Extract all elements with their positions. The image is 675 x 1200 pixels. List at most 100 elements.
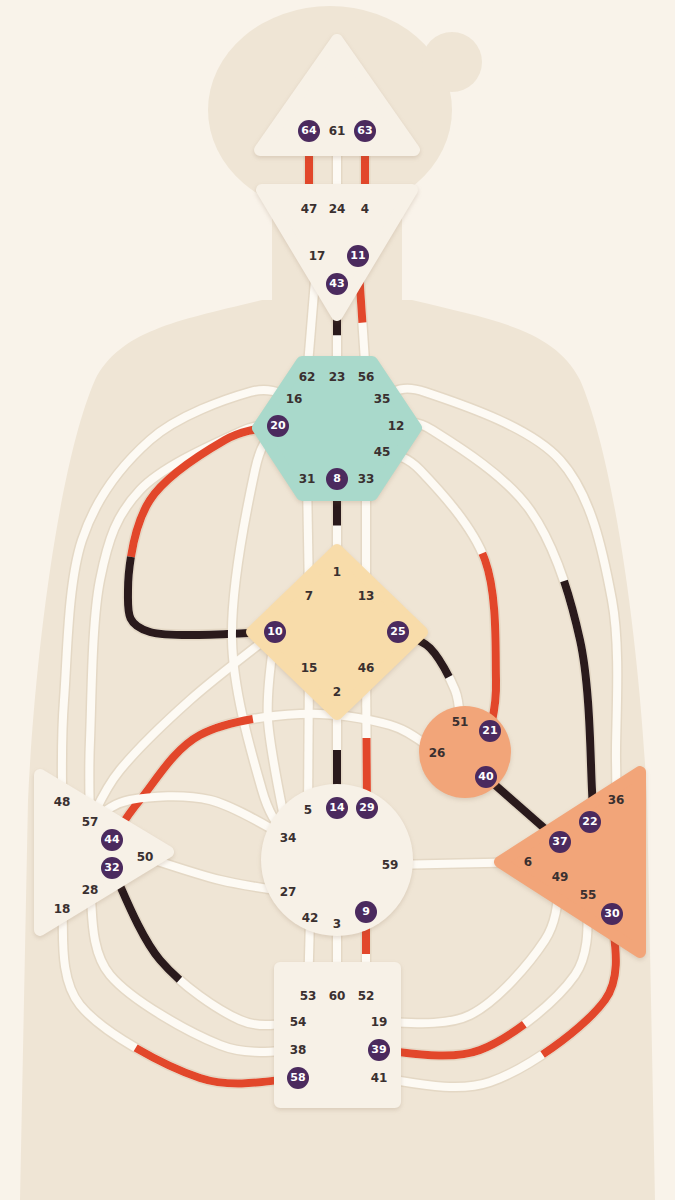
gate-number: 35: [374, 392, 391, 406]
active-gate-number: 32: [101, 857, 123, 879]
gate-number: 2: [333, 685, 341, 699]
channel: [379, 914, 616, 1087]
gate-number: 23: [329, 370, 346, 384]
center-shape: [40, 775, 168, 930]
channel-activation: [396, 423, 592, 822]
gate-number: 55: [580, 888, 597, 902]
channel: [379, 895, 588, 1056]
active-gate-number: 64: [298, 120, 320, 142]
gate-number: 3: [333, 917, 341, 931]
center-outline: [252, 32, 422, 158]
gate-number: 42: [302, 911, 319, 925]
gate-number: 38: [290, 1043, 307, 1057]
channel-edge: [379, 877, 560, 1023]
channel-edge: [382, 452, 496, 731]
channel-activation: [379, 895, 588, 1056]
gate-number: 26: [429, 746, 446, 760]
channel-outlines: [62, 131, 617, 1087]
center-shape: [280, 968, 395, 1102]
gate-number: 51: [452, 715, 469, 729]
active-gate-number: 40: [475, 766, 497, 788]
channel-activation: [62, 909, 298, 1083]
active-gate-number: 10: [264, 621, 286, 643]
spleen-center: 48 5744 50 3228 18: [32, 767, 176, 938]
channel: [90, 890, 298, 1052]
gate-number: 34: [280, 831, 297, 845]
hair-bun: [422, 32, 482, 92]
active-gate-number: 9: [355, 901, 377, 923]
gate-number: 6: [524, 855, 532, 869]
gate-number: 60: [329, 989, 346, 1003]
gate-number: 45: [374, 445, 391, 459]
gate-number: 19: [371, 1015, 388, 1029]
channel-line: [379, 877, 560, 1023]
gate-number: 50: [137, 850, 154, 864]
gate-number: 48: [54, 795, 71, 809]
channel-line: [382, 452, 496, 731]
channel: [379, 877, 560, 1023]
active-gate-number: 20: [267, 415, 289, 437]
gate-number: 13: [358, 589, 375, 603]
gate-number: 61: [329, 124, 346, 138]
channel-line: [379, 914, 616, 1087]
gate-number: 24: [329, 202, 346, 216]
gate-number: 52: [358, 989, 375, 1003]
active-gate-number: 58: [287, 1067, 309, 1089]
gate-number: 57: [82, 815, 99, 829]
active-gate-number: 44: [101, 829, 123, 851]
active-gate-number: 22: [579, 811, 601, 833]
channel-line: [396, 423, 592, 822]
active-gate-number: 39: [368, 1039, 390, 1061]
center-outline: [492, 764, 648, 960]
gate-number: 4: [361, 202, 369, 216]
active-gate-number: 43: [326, 273, 348, 295]
gate-number: 7: [305, 589, 313, 603]
gate-number: 12: [388, 419, 405, 433]
gate-number: 33: [358, 472, 375, 486]
active-gate-number: 14: [326, 797, 348, 819]
active-gate-number: 8: [326, 468, 348, 490]
center-shape: [258, 362, 416, 495]
gate-number: 46: [358, 661, 375, 675]
head-center: 646163: [252, 32, 422, 158]
gate-number: 56: [358, 370, 375, 384]
channel: [382, 452, 496, 731]
gate-number: 31: [299, 472, 316, 486]
gate-number: 15: [301, 661, 318, 675]
center-outline: [32, 767, 176, 938]
active-gate-number: 21: [479, 720, 501, 742]
channel-line: [379, 895, 588, 1056]
ajna-center: 47 24 4 17 11 43: [254, 182, 420, 323]
center-shape: [419, 706, 511, 798]
g-center: 1 7 13 10 25 15 46 2: [244, 542, 430, 722]
gate-number: 28: [82, 883, 99, 897]
center-shape: [261, 784, 413, 936]
gate-number: 36: [608, 793, 625, 807]
gate-number: 49: [552, 870, 569, 884]
torso-silhouette: [20, 300, 655, 1200]
channel-line: [90, 890, 298, 1052]
channel: [62, 909, 298, 1083]
center-shape: [262, 190, 412, 315]
active-gate-number: 29: [356, 797, 378, 819]
channel: [396, 423, 592, 822]
gate-number: 18: [54, 902, 71, 916]
active-gate-number: 37: [549, 831, 571, 853]
channel-activation: [379, 914, 616, 1087]
gate-number: 62: [299, 370, 316, 384]
root-center: 536052541938395841: [272, 960, 403, 1110]
gate-number: 59: [382, 858, 399, 872]
gate-number: 17: [309, 249, 326, 263]
gate-number: 47: [301, 202, 318, 216]
heart-center: 51 21 26 40: [417, 704, 513, 800]
gate-number: 27: [280, 885, 297, 899]
throat-center: 622356163520124531833: [250, 354, 424, 503]
active-gate-number: 11: [347, 245, 369, 267]
gate-number: 53: [300, 989, 317, 1003]
solar-plexus-center: 3622376495530: [492, 764, 648, 960]
gate-number: 1: [333, 565, 341, 579]
channel-activation: [382, 452, 496, 731]
active-gate-number: 25: [387, 621, 409, 643]
center-shape: [260, 40, 414, 150]
